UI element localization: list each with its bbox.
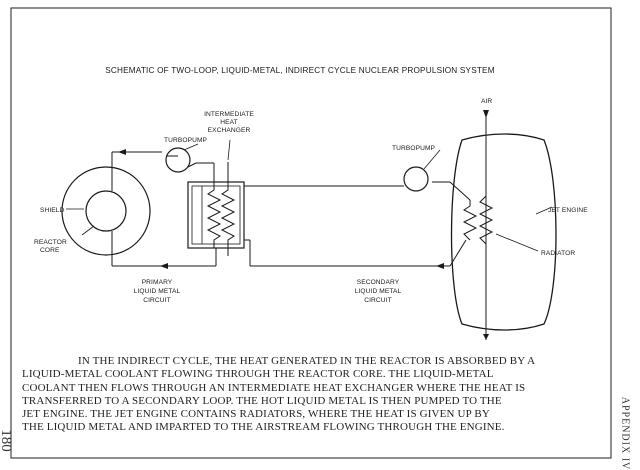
page-frame — [10, 7, 612, 459]
caption-line: COOLANT THEN FLOWS THROUGH AN INTERMEDIA… — [22, 381, 526, 394]
reactor-core-label-line2: CORE — [40, 247, 60, 254]
caption-line: TRANSFERRED TO A SECONDARY LOOP. THE HOT… — [22, 394, 502, 407]
hx-secondary-coil — [220, 164, 236, 256]
air-label: AIR — [481, 98, 492, 105]
radiator-coil — [462, 200, 478, 241]
jet-engine-label: JET ENGINE — [548, 207, 588, 214]
secondary-turbopump — [403, 166, 429, 192]
appendix-marker: APPENDIX IV — [619, 396, 631, 470]
primary-circuit-label-line3: CIRCUIT — [143, 297, 170, 304]
shield — [61, 166, 151, 256]
primary-turbopump — [165, 147, 191, 173]
caption-line: IN THE INDIRECT CYCLE, THE HEAT GENERATE… — [78, 355, 536, 367]
secondary-flow-arrow — [436, 263, 444, 269]
leader-lines — [66, 139, 553, 252]
primary-circuit-label-line2: LIQUID METAL — [134, 288, 181, 295]
primary-flow-arrow — [118, 149, 126, 155]
caption-line: THE LIQUID METAL AND IMPARTED TO THE AIR… — [22, 421, 505, 434]
hx-primary-coil — [206, 178, 222, 248]
secondary-turbopump-label: TURBOPUMP — [392, 145, 436, 152]
primary-flow-arrow-bottom — [160, 263, 168, 269]
radiator-coil-2 — [478, 195, 494, 245]
caption-line: LIQUID-METAL COOLANT FLOWING THROUGH THE… — [22, 368, 494, 381]
secondary-loop-piping — [227, 162, 471, 267]
figure-title: SCHEMATIC OF TWO-LOOP, LIQUID-METAL, IND… — [105, 66, 495, 75]
shield-label: SHIELD — [40, 207, 65, 214]
caption-paragraph: IN THE INDIRECT CYCLE, THE HEAT GENERATE… — [22, 355, 592, 435]
intermediate-heat-exchanger — [187, 181, 245, 249]
hx-label-line3: EXCHANGER — [208, 127, 251, 134]
primary-circuit-label-line1: PRIMARY — [142, 279, 173, 286]
secondary-circuit-label-line3: CIRCUIT — [364, 297, 391, 304]
radiator-label: RADIATOR — [541, 250, 575, 257]
hx-label-line2: HEAT — [220, 119, 238, 126]
page-number: 180 — [0, 429, 14, 452]
jet-engine-nacelle — [450, 133, 557, 331]
reactor-core — [85, 190, 127, 232]
secondary-circuit-label-line2: LIQUID METAL — [355, 288, 402, 295]
hx-label-line1: INTERMEDIATE — [204, 111, 254, 118]
caption-line: JET ENGINE. THE JET ENGINE CONTAINS RADI… — [22, 408, 490, 421]
primary-turbopump-label: TURBOPUMP — [164, 137, 208, 144]
reactor-core-label-line1: REACTOR — [34, 239, 67, 246]
secondary-circuit-label-line1: SECONDARY — [357, 279, 400, 286]
